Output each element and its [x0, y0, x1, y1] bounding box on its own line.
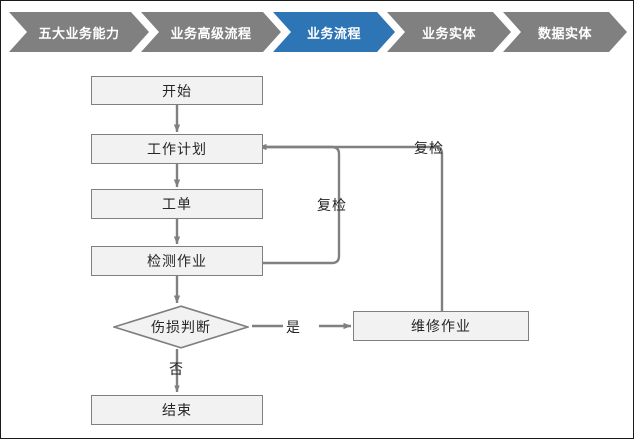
node-work-plan[interactable]: 工作计划: [91, 134, 263, 164]
breadcrumb-item-3[interactable]: 业务流程: [273, 12, 395, 52]
node-inspection-label: 检测作业: [147, 253, 207, 269]
breadcrumb-item-5[interactable]: 数据实体: [503, 12, 627, 52]
breadcrumb-item-5-label: 数据实体: [537, 25, 592, 41]
breadcrumb-item-2-label: 业务高级流程: [170, 25, 252, 41]
node-work-plan-label: 工作计划: [147, 141, 207, 157]
edge-label-no: 否: [169, 361, 184, 377]
node-start[interactable]: 开始: [91, 76, 263, 105]
node-work-order[interactable]: 工单: [91, 189, 263, 219]
node-decision[interactable]: 伤损判断: [111, 305, 251, 349]
breadcrumb-item-4[interactable]: 业务实体: [387, 12, 511, 52]
edge-label-recheck-outer: 复检: [414, 140, 444, 156]
decision-diamond-shape: [111, 305, 251, 349]
node-end[interactable]: 结束: [91, 395, 263, 425]
breadcrumb-item-3-label: 业务流程: [306, 25, 361, 41]
edge-label-recheck-inner: 复检: [317, 197, 347, 213]
edge-label-yes: 是: [286, 319, 301, 335]
breadcrumb: 五大业务能力 业务高级流程 业务流程 业务实体 数据实体: [1, 12, 633, 52]
breadcrumb-item-2[interactable]: 业务高级流程: [141, 12, 281, 52]
breadcrumb-item-1[interactable]: 五大业务能力: [9, 12, 149, 52]
node-decision-label: 伤损判断: [151, 319, 211, 335]
node-start-label: 开始: [162, 82, 192, 99]
node-end-label: 结束: [162, 402, 192, 418]
node-repair-label: 维修作业: [411, 318, 471, 334]
edge-recheck-outer: [263, 145, 444, 311]
node-repair[interactable]: 维修作业: [353, 311, 529, 341]
breadcrumb-item-1-label: 五大业务能力: [38, 25, 120, 41]
node-inspection[interactable]: 检测作业: [91, 246, 263, 276]
node-work-order-label: 工单: [162, 196, 192, 212]
breadcrumb-item-4-label: 业务实体: [421, 25, 476, 41]
